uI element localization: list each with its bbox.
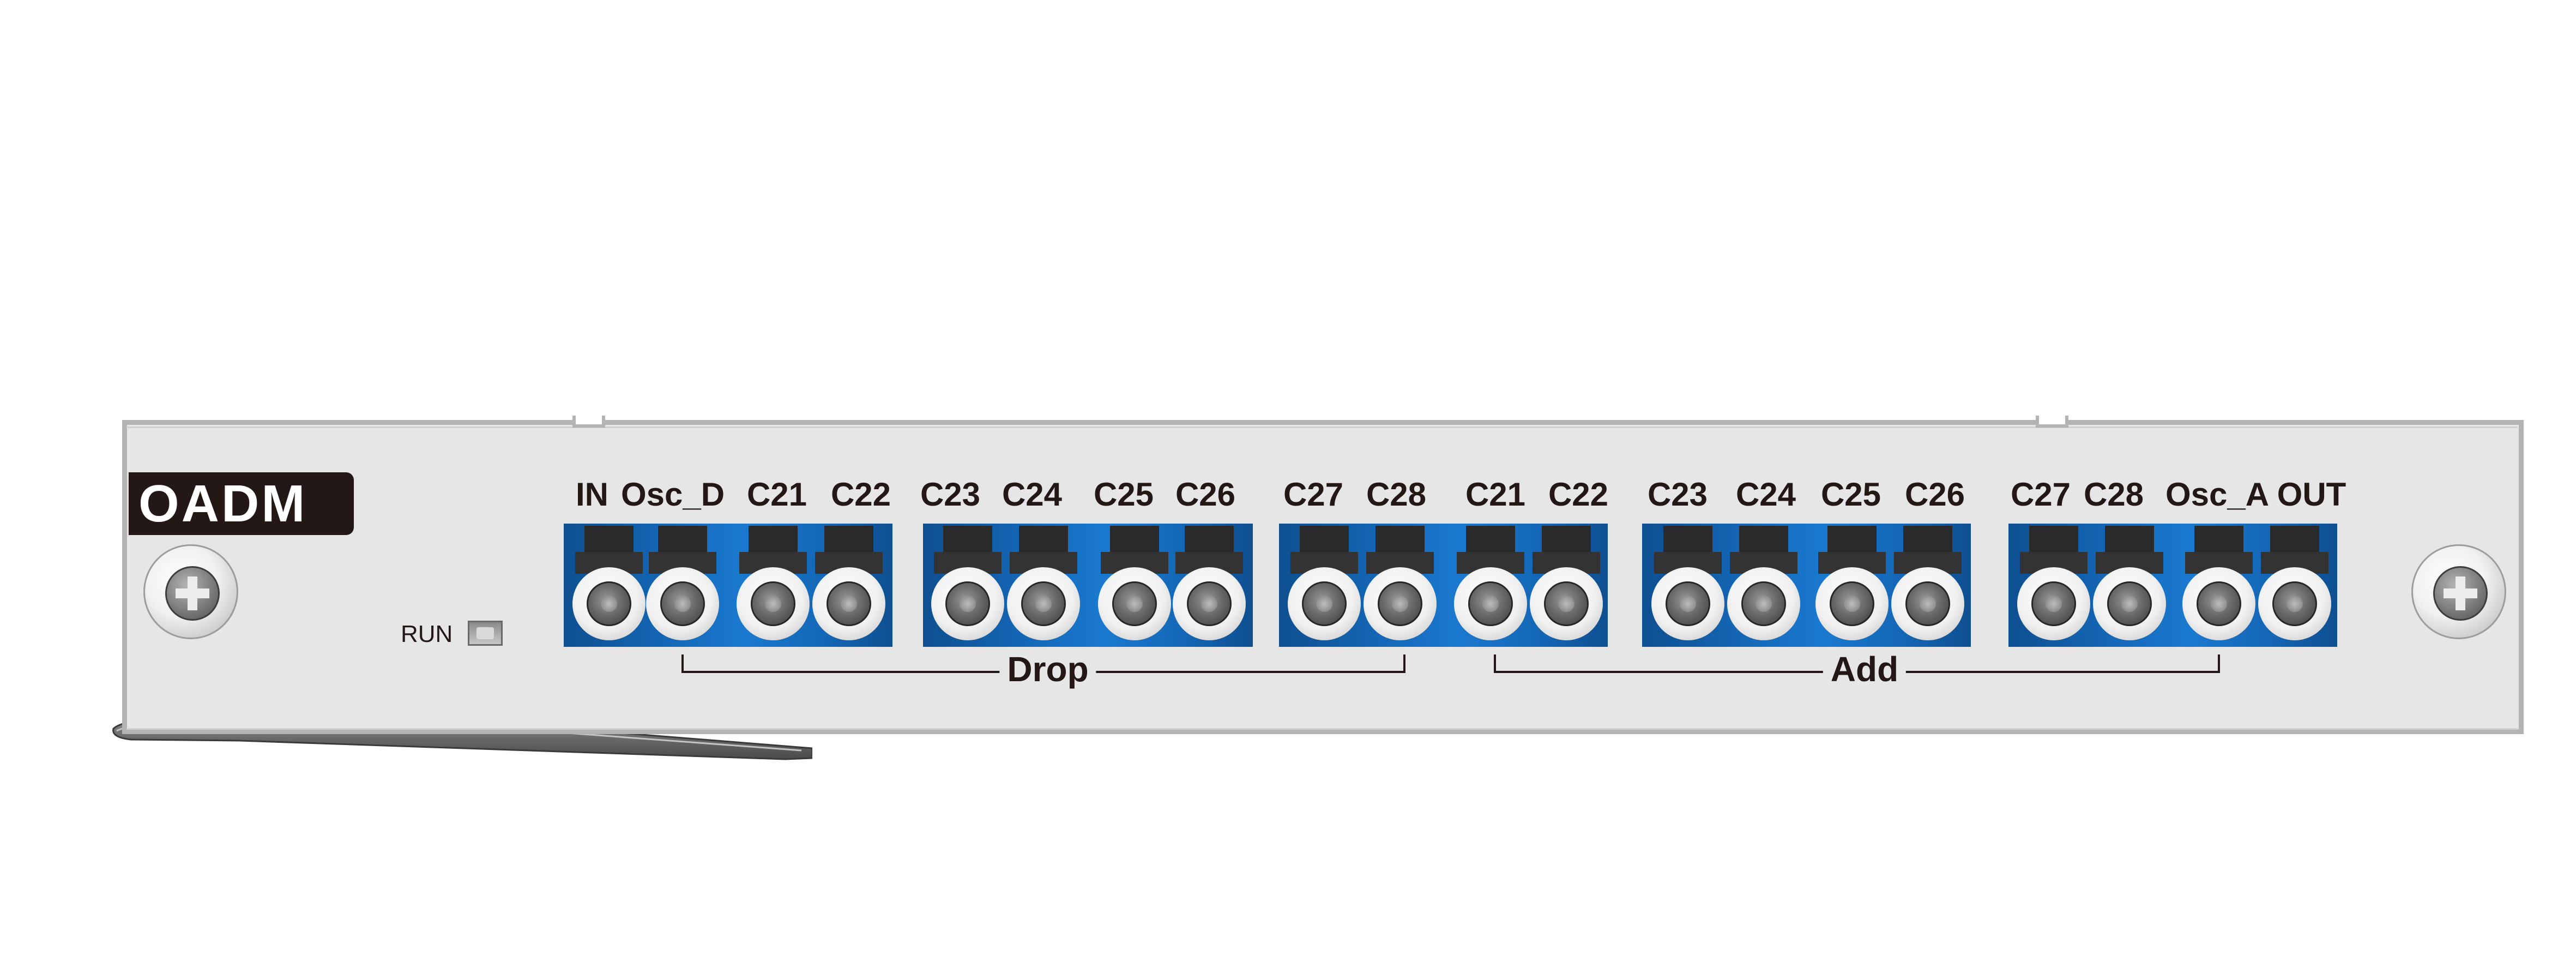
port-drop-c28[interactable] (1364, 567, 1437, 640)
port-label-add-c27: C27 (2010, 476, 2071, 513)
port-label-osc-d: Osc_D (620, 476, 725, 513)
port-label-drop-c24: C24 (1002, 476, 1063, 513)
port-latch-16 (1903, 526, 1952, 555)
port-add-c28[interactable] (2093, 567, 2166, 640)
port-latch-9 (1300, 526, 1349, 555)
screw-right-icon[interactable] (2411, 544, 2506, 639)
port-label-add-c25: C25 (1820, 476, 1881, 513)
port-latch-15 (1827, 526, 1877, 555)
port-drop-c23[interactable] (931, 567, 1004, 640)
port-label-add-c24: C24 (1735, 476, 1796, 513)
port-label-drop-c28: C28 (1366, 476, 1427, 513)
port-out[interactable] (2258, 567, 2331, 640)
port-label-drop-c26: C26 (1175, 476, 1236, 513)
port-latch-4 (824, 526, 873, 555)
port-latch-2 (658, 526, 707, 555)
port-add-c25[interactable] (1815, 567, 1889, 640)
port-label-drop-c22: C22 (830, 476, 891, 513)
port-drop-c24[interactable] (1007, 567, 1080, 640)
port-latch-3 (749, 526, 798, 555)
port-label-drop-c27: C27 (1283, 476, 1344, 513)
port-label-drop-c21: C21 (746, 476, 807, 513)
port-add-c23[interactable] (1651, 567, 1724, 640)
port-latch-20 (2270, 526, 2319, 555)
port-label-drop-c23: C23 (920, 476, 981, 513)
run-label: RUN (401, 621, 453, 647)
port-latch-8 (1185, 526, 1234, 555)
port-latch-19 (2194, 526, 2243, 555)
port-label-in: IN (576, 476, 608, 513)
port-latch-5 (943, 526, 992, 555)
screw-left-icon[interactable] (143, 544, 238, 639)
port-label-osc-a: Osc_A (2165, 476, 2270, 513)
port-add-c22[interactable] (1530, 567, 1603, 640)
port-latch-11 (1466, 526, 1515, 555)
port-drop-c27[interactable] (1288, 567, 1361, 640)
port-latch-13 (1663, 526, 1712, 555)
port-add-c27[interactable] (2017, 567, 2090, 640)
port-add-c24[interactable] (1727, 567, 1800, 640)
port-label-add-c26: C26 (1904, 476, 1965, 513)
port-latch-14 (1739, 526, 1788, 555)
port-label-add-c22: C22 (1548, 476, 1609, 513)
port-latch-17 (2029, 526, 2078, 555)
port-label-add-c23: C23 (1647, 476, 1708, 513)
port-latch-12 (1542, 526, 1591, 555)
port-in[interactable] (572, 567, 645, 640)
port-latch-18 (2105, 526, 2154, 555)
card-title: OADM (138, 475, 307, 533)
port-label-drop-c25: C25 (1093, 476, 1154, 513)
port-label-add-c21: C21 (1465, 476, 1526, 513)
port-add-c26[interactable] (1891, 567, 1964, 640)
port-label-add-c28: C28 (2083, 476, 2144, 513)
faceplate-inner-border (126, 427, 2518, 730)
run-led-lens (476, 627, 494, 639)
port-osc-d[interactable] (646, 567, 719, 640)
faceplate-notch-right (2036, 416, 2068, 428)
port-drop-c25[interactable] (1098, 567, 1171, 640)
title-badge (129, 472, 354, 535)
port-add-c21[interactable] (1454, 567, 1527, 640)
add-group-label: Add (1823, 649, 1907, 689)
port-osc-a[interactable] (2182, 567, 2255, 640)
port-latch-6 (1019, 526, 1068, 555)
faceplate-notch-left (572, 416, 605, 428)
port-drop-c22[interactable] (812, 567, 885, 640)
port-latch-7 (1110, 526, 1159, 555)
port-latch-10 (1376, 526, 1425, 555)
drop-group-label: Drop (999, 649, 1096, 689)
port-drop-c21[interactable] (737, 567, 810, 640)
port-latch-1 (584, 526, 634, 555)
port-drop-c26[interactable] (1173, 567, 1246, 640)
port-label-out: OUT (2277, 476, 2346, 513)
